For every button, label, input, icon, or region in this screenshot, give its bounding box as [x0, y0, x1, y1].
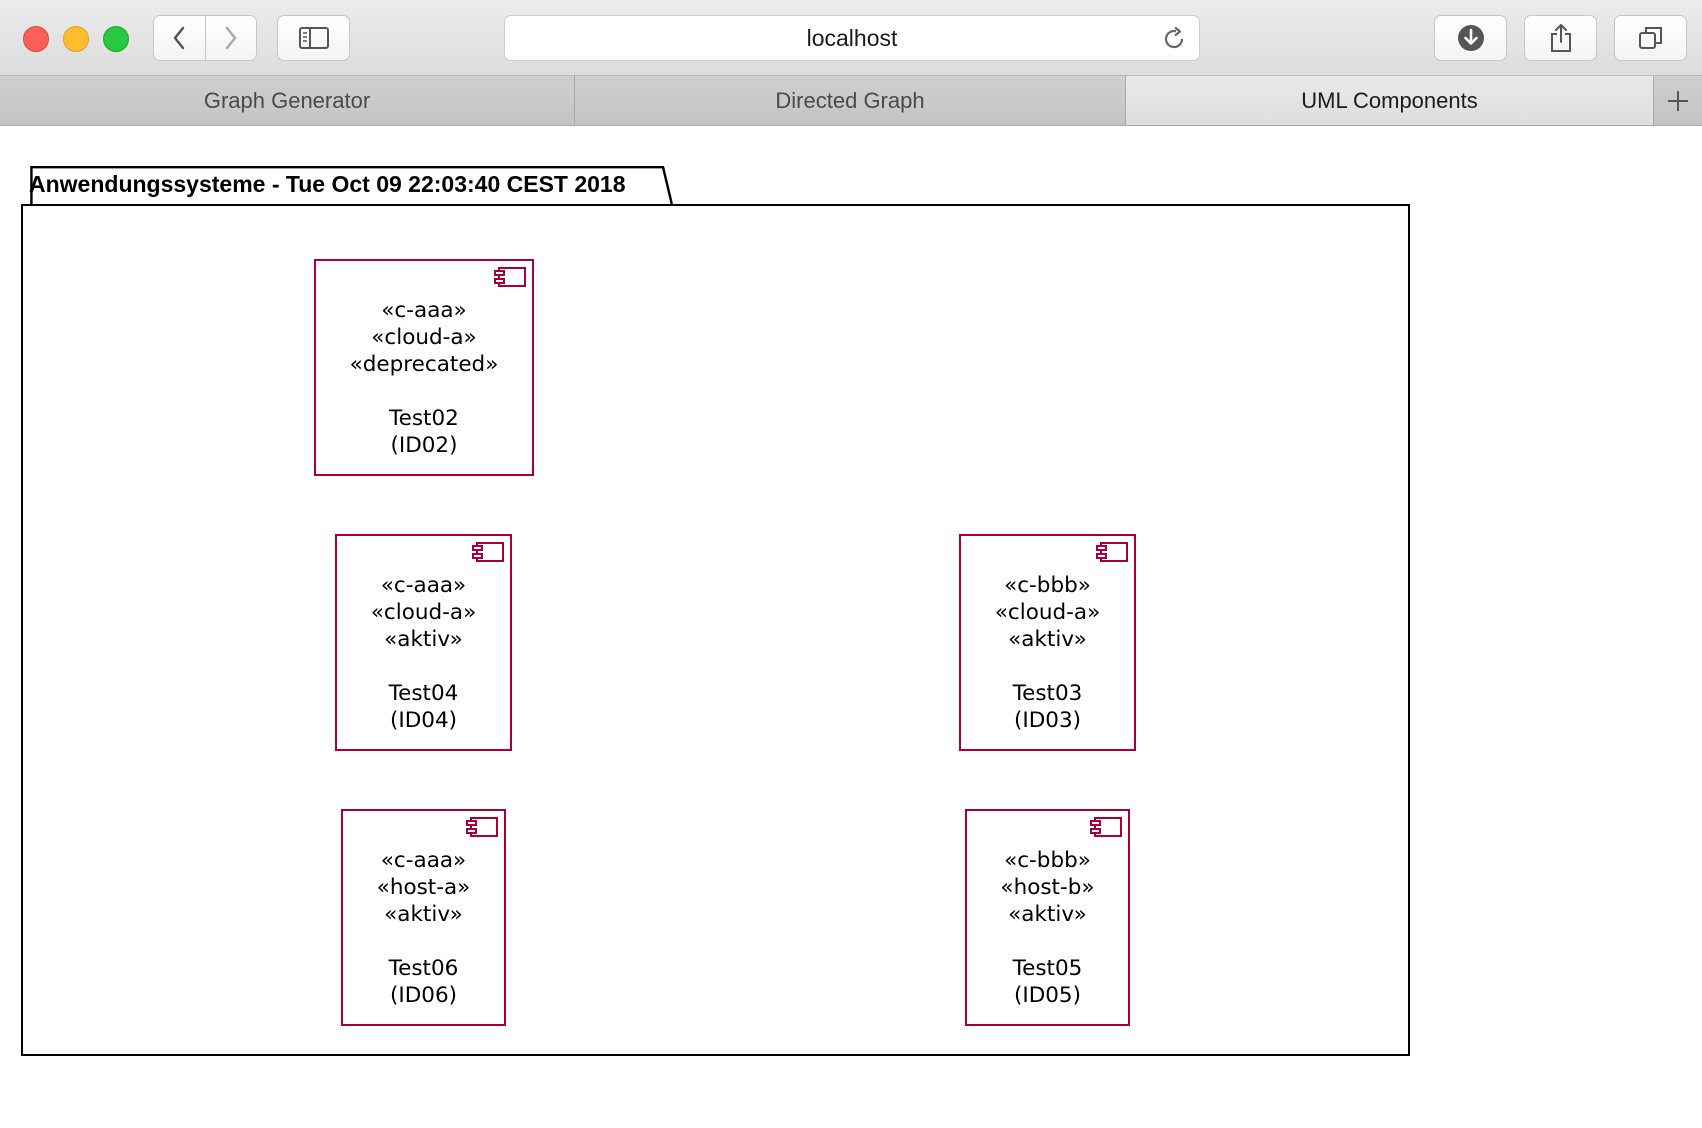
tab-directed-graph[interactable]: Directed Graph [575, 76, 1126, 125]
component-name: Test04 [388, 681, 459, 706]
component-name: Test03 [1012, 681, 1083, 706]
component-id: (ID05) [1013, 983, 1081, 1008]
component-name: Test02 [389, 406, 459, 431]
sidebar-icon [298, 27, 329, 49]
package-tab [30, 166, 673, 205]
component-icon [472, 542, 504, 562]
tab-bar: Graph Generator Directed Graph UML Compo… [0, 76, 1702, 126]
url-text: localhost [806, 24, 898, 51]
component-test03[interactable]: «c-bbb» «cloud-a» «aktiv» Test03 (ID03) [959, 534, 1136, 751]
stereotype-label: «cloud-a» [994, 600, 1101, 625]
component-id: (ID06) [389, 983, 458, 1008]
component-icon [1096, 542, 1128, 562]
back-button[interactable] [154, 16, 205, 60]
stereotype-label: «c-aaa» [380, 848, 467, 873]
component-id: (ID03) [1013, 708, 1082, 733]
chevron-right-icon [225, 26, 237, 50]
browser-toolbar: localhost [0, 0, 1702, 76]
reload-button[interactable] [1161, 26, 1187, 57]
navigation-buttons [153, 15, 257, 61]
share-icon [1550, 24, 1571, 52]
stereotype-label: «c-aaa» [381, 298, 467, 323]
stereotype-label: «c-aaa» [380, 573, 467, 598]
share-button[interactable] [1524, 15, 1597, 61]
stereotype-label: «c-bbb» [1004, 848, 1091, 873]
close-window-button[interactable] [23, 26, 49, 52]
package-title: Anwendungssysteme - Tue Oct 09 22:03:40 … [29, 171, 626, 197]
sidebar-button[interactable] [277, 15, 350, 61]
downloads-button[interactable] [1434, 15, 1507, 61]
component-test05[interactable]: «c-bbb» «host-b» «aktiv» Test05 (ID05) [965, 809, 1130, 1026]
tab-graph-generator[interactable]: Graph Generator [0, 76, 575, 125]
component-test06[interactable]: «c-aaa» «host-a» «aktiv» Test06 (ID06) [341, 809, 506, 1026]
component-icon [494, 267, 526, 287]
tabs-overview-icon [1638, 27, 1662, 49]
show-tabs-button[interactable] [1614, 15, 1687, 61]
address-bar[interactable]: localhost [504, 15, 1200, 61]
component-name: Test06 [388, 956, 459, 981]
component-icon [1090, 817, 1122, 837]
stereotype-label: «aktiv» [1008, 627, 1087, 652]
component-test04[interactable]: «c-aaa» «cloud-a» «aktiv» Test04 (ID04) [335, 534, 512, 751]
stereotype-label: «host-b» [1000, 875, 1095, 900]
stereotype-label: «aktiv» [384, 902, 463, 927]
component-name: Test05 [1012, 956, 1083, 981]
component-icon [466, 817, 498, 837]
forward-button[interactable] [204, 16, 256, 60]
reload-icon [1164, 26, 1184, 49]
new-tab-button[interactable] [1654, 76, 1702, 125]
tab-label: Directed Graph [775, 87, 925, 113]
minimize-window-button[interactable] [63, 26, 89, 52]
download-icon [1457, 25, 1484, 51]
stereotype-label: «cloud-a» [370, 600, 477, 625]
stereotype-label: «deprecated» [349, 352, 499, 377]
component-test02[interactable]: «c-aaa» «cloud-a» «deprecated» Test02 (I… [314, 259, 534, 476]
stereotype-label: «c-bbb» [1004, 573, 1091, 598]
stereotype-label: «aktiv» [384, 627, 463, 652]
plus-icon [1668, 90, 1688, 111]
tab-uml-components[interactable]: UML Components [1126, 76, 1654, 125]
stereotype-label: «cloud-a» [371, 325, 477, 350]
chevron-left-icon [174, 26, 185, 50]
component-id: (ID04) [389, 708, 458, 733]
package-frame [21, 204, 1410, 1056]
stereotype-label: «aktiv» [1008, 902, 1087, 927]
component-id: (ID02) [390, 433, 458, 458]
stereotype-label: «host-a» [376, 875, 471, 900]
tab-label: UML Components [1301, 87, 1478, 113]
tab-label: Graph Generator [203, 87, 371, 113]
zoom-window-button[interactable] [103, 26, 129, 52]
